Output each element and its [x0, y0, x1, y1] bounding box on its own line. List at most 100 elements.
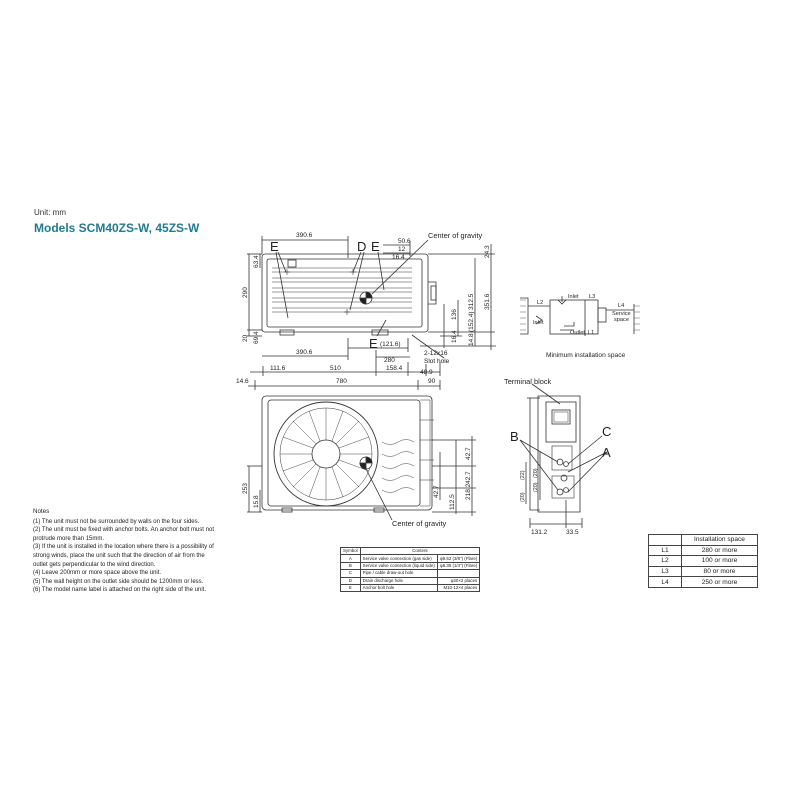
dim-42-7c: 42.7: [433, 485, 440, 498]
side-view: [519, 383, 608, 528]
dim-510: 510: [330, 365, 341, 372]
content-cell: Service valve connection (gas side): [359, 554, 438, 563]
dim-280: 280: [384, 357, 395, 364]
dim-131-2: 131.2: [531, 529, 548, 536]
space-diagram: [520, 296, 640, 336]
dim-390-top: 390.6: [296, 232, 313, 239]
symbol-header-content: Content: [359, 546, 481, 556]
note-item: protrude more than 15mm.: [33, 535, 105, 542]
dim-15-8: 15.8: [253, 495, 260, 508]
dim-16-4-bottom: 16.4: [451, 330, 458, 343]
top-view-labels: Center of gravity 253 15.8 42.7 42.7 218…: [242, 447, 472, 528]
dim-158-4: 158.4: [386, 365, 403, 372]
space-value-cell: 280 or more: [681, 544, 758, 557]
dim-351-6: 351.6: [484, 293, 491, 310]
note-item: strong winds, place the unit such that t…: [33, 552, 205, 559]
space-caption: Minimum installation space: [546, 352, 625, 359]
symbol-cell: C: [340, 569, 361, 578]
terminal-block-label: Terminal block: [504, 377, 552, 386]
note-item: (6) The model name label is attached on …: [33, 587, 206, 594]
table-row: E Anchor bolt hole M10-12×4 places: [340, 583, 481, 593]
dim-12: 12: [398, 246, 406, 253]
dim-69-4: 69.4: [253, 331, 260, 344]
dim-20c: (20): [520, 492, 526, 502]
notes-title: Notes: [33, 508, 50, 515]
dim-136: 136: [451, 309, 458, 320]
space-key-cell: L3: [648, 565, 682, 578]
table-row: L4 250 or more: [648, 576, 758, 588]
table-row: L3 80 or more: [648, 565, 758, 578]
table-row: B Service valve connection (liquid side)…: [340, 561, 481, 571]
label-e-mid: E: [371, 239, 380, 254]
dim-390-bottom: 390.6: [296, 349, 313, 356]
space-value-cell: 80 or more: [681, 565, 758, 578]
front-view: [247, 236, 496, 390]
dim-121-6: (121.6): [380, 341, 401, 348]
space-outlet: Outlet: [570, 330, 585, 336]
space-header-blank: [648, 534, 682, 546]
space-value-cell: 100 or more: [681, 555, 758, 567]
dim-253: 253: [242, 483, 249, 494]
label-c: C: [602, 424, 611, 439]
symbol-table-header: Symbol Content: [340, 546, 481, 556]
dim-14-8: 14.8: [468, 333, 475, 346]
content-cell: Anchor bolt hole: [359, 583, 438, 593]
dim-312-5: 312.5: [468, 293, 475, 310]
symbol-header-symbol: Symbol: [340, 546, 361, 556]
space-inlet-top: Inlet: [568, 294, 579, 300]
dim-20a: (20): [533, 468, 539, 478]
label-a: A: [602, 445, 611, 460]
note-item: (4) Leave 200mm or more space above the …: [33, 570, 162, 577]
top-center-of-gravity: Center of gravity: [392, 519, 447, 528]
space-table-header: Installation space: [648, 534, 758, 546]
table-row: C Pipe / cable draw-out hole: [340, 569, 481, 578]
dim-14-6: 14.6: [236, 378, 249, 385]
models-title: Models SCM40ZS-W, 45ZS-W: [34, 221, 200, 235]
dim-90: 90: [428, 378, 436, 385]
dim-290: 290: [242, 287, 249, 298]
front-center-of-gravity: Center of gravity: [428, 231, 483, 240]
space-key-cell: L4: [648, 576, 682, 588]
note-item: (5) The wall height on the outlet side s…: [33, 578, 204, 585]
label-d: D: [357, 239, 366, 254]
space-l1: L1: [588, 330, 594, 336]
content-cell: Drain discharge hole: [359, 576, 438, 585]
installation-space-table: Installation space L1 280 or more L2 100…: [648, 534, 758, 588]
dim-48-9: 48.9: [420, 369, 433, 376]
dim-63-4: 63.4: [253, 255, 260, 268]
top-view: [247, 395, 476, 521]
dim-16-4-top: 16.4: [392, 254, 405, 261]
dim-20b: (20): [533, 482, 539, 492]
slot-hole-label: Slot hole: [424, 358, 450, 365]
symbol-table: Symbol Content A Service valve connectio…: [340, 546, 481, 593]
spec-cell: φ6.35 (1/4") (Flare): [436, 561, 481, 571]
side-view-labels: Terminal block B C A 131.2 33.5 (20) (20…: [504, 377, 611, 536]
dim-24-3: 24.3: [484, 245, 491, 258]
space-l2: L2: [537, 300, 543, 306]
dim-42-7b: 42.7: [465, 471, 472, 484]
dim-780: 780: [336, 378, 347, 385]
table-row: D Drain discharge hole φ20×2 places: [340, 576, 481, 585]
space-value-cell: 250 or more: [681, 576, 758, 588]
table-row: L2 100 or more: [648, 555, 758, 567]
spec-cell: φ9.52 (3/8") (Flare): [436, 554, 481, 563]
symbol-cell: B: [340, 561, 361, 571]
dim-42-7a: 42.7: [465, 447, 472, 460]
label-e-bottom: E: [369, 336, 378, 351]
space-key-cell: L1: [648, 544, 682, 557]
note-item: (3) If the unit is installed in the loca…: [33, 544, 214, 551]
content-cell: Pipe / cable draw-out hole: [359, 569, 438, 578]
dim-slot: 2-12x16: [424, 350, 448, 357]
space-service: Service: [612, 311, 631, 317]
space-diagram-labels: L2 L3 L4 L1 Inlet Inlet Outlet Service s…: [533, 294, 631, 359]
unit-label: Unit: mm: [34, 208, 66, 217]
spec-cell: [436, 569, 481, 578]
content-cell: Service valve connection (liquid side): [359, 561, 438, 571]
spec-cell: φ20×2 places: [436, 576, 481, 585]
note-item: (2) The unit must be fixed with anchor b…: [33, 527, 214, 534]
space-l4: L4: [618, 303, 624, 309]
dim-20: 20: [242, 334, 249, 342]
dim-218-2: 218.2: [465, 483, 472, 500]
dim-111-6: 111.6: [270, 365, 286, 372]
space-l3: L3: [589, 294, 595, 300]
